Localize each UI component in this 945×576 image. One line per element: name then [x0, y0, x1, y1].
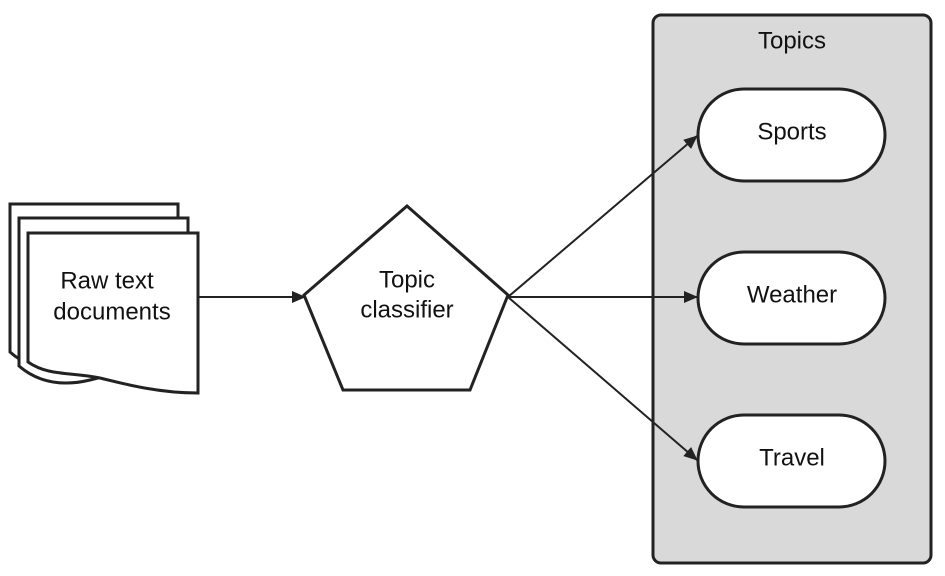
topic-classifier-node: Topic classifier — [302, 204, 510, 392]
edge-classifier-to-sports — [507, 135, 698, 298]
travel-label: Travel — [759, 444, 825, 471]
classifier-label-line2: classifier — [360, 296, 453, 323]
weather-label: Weather — [747, 281, 837, 308]
classifier-label-line1: Topic — [379, 266, 435, 293]
topic-item-sports: Sports — [696, 87, 887, 183]
documents-label-line1: Raw text — [60, 267, 154, 294]
topics-group-title: Topics — [758, 27, 826, 54]
documents-label-line2: documents — [53, 298, 170, 325]
topic-item-travel: Travel — [696, 413, 887, 509]
classifier-pentagon — [302, 204, 510, 392]
raw-text-documents-node: Raw text documents — [8, 202, 200, 395]
topic-item-weather: Weather — [696, 250, 887, 346]
document-front-page — [26, 231, 200, 395]
edge-classifier-to-travel — [507, 296, 698, 461]
sports-node — [696, 87, 887, 183]
weather-node — [696, 250, 887, 346]
sports-label: Sports — [757, 118, 826, 145]
travel-node — [696, 413, 887, 509]
